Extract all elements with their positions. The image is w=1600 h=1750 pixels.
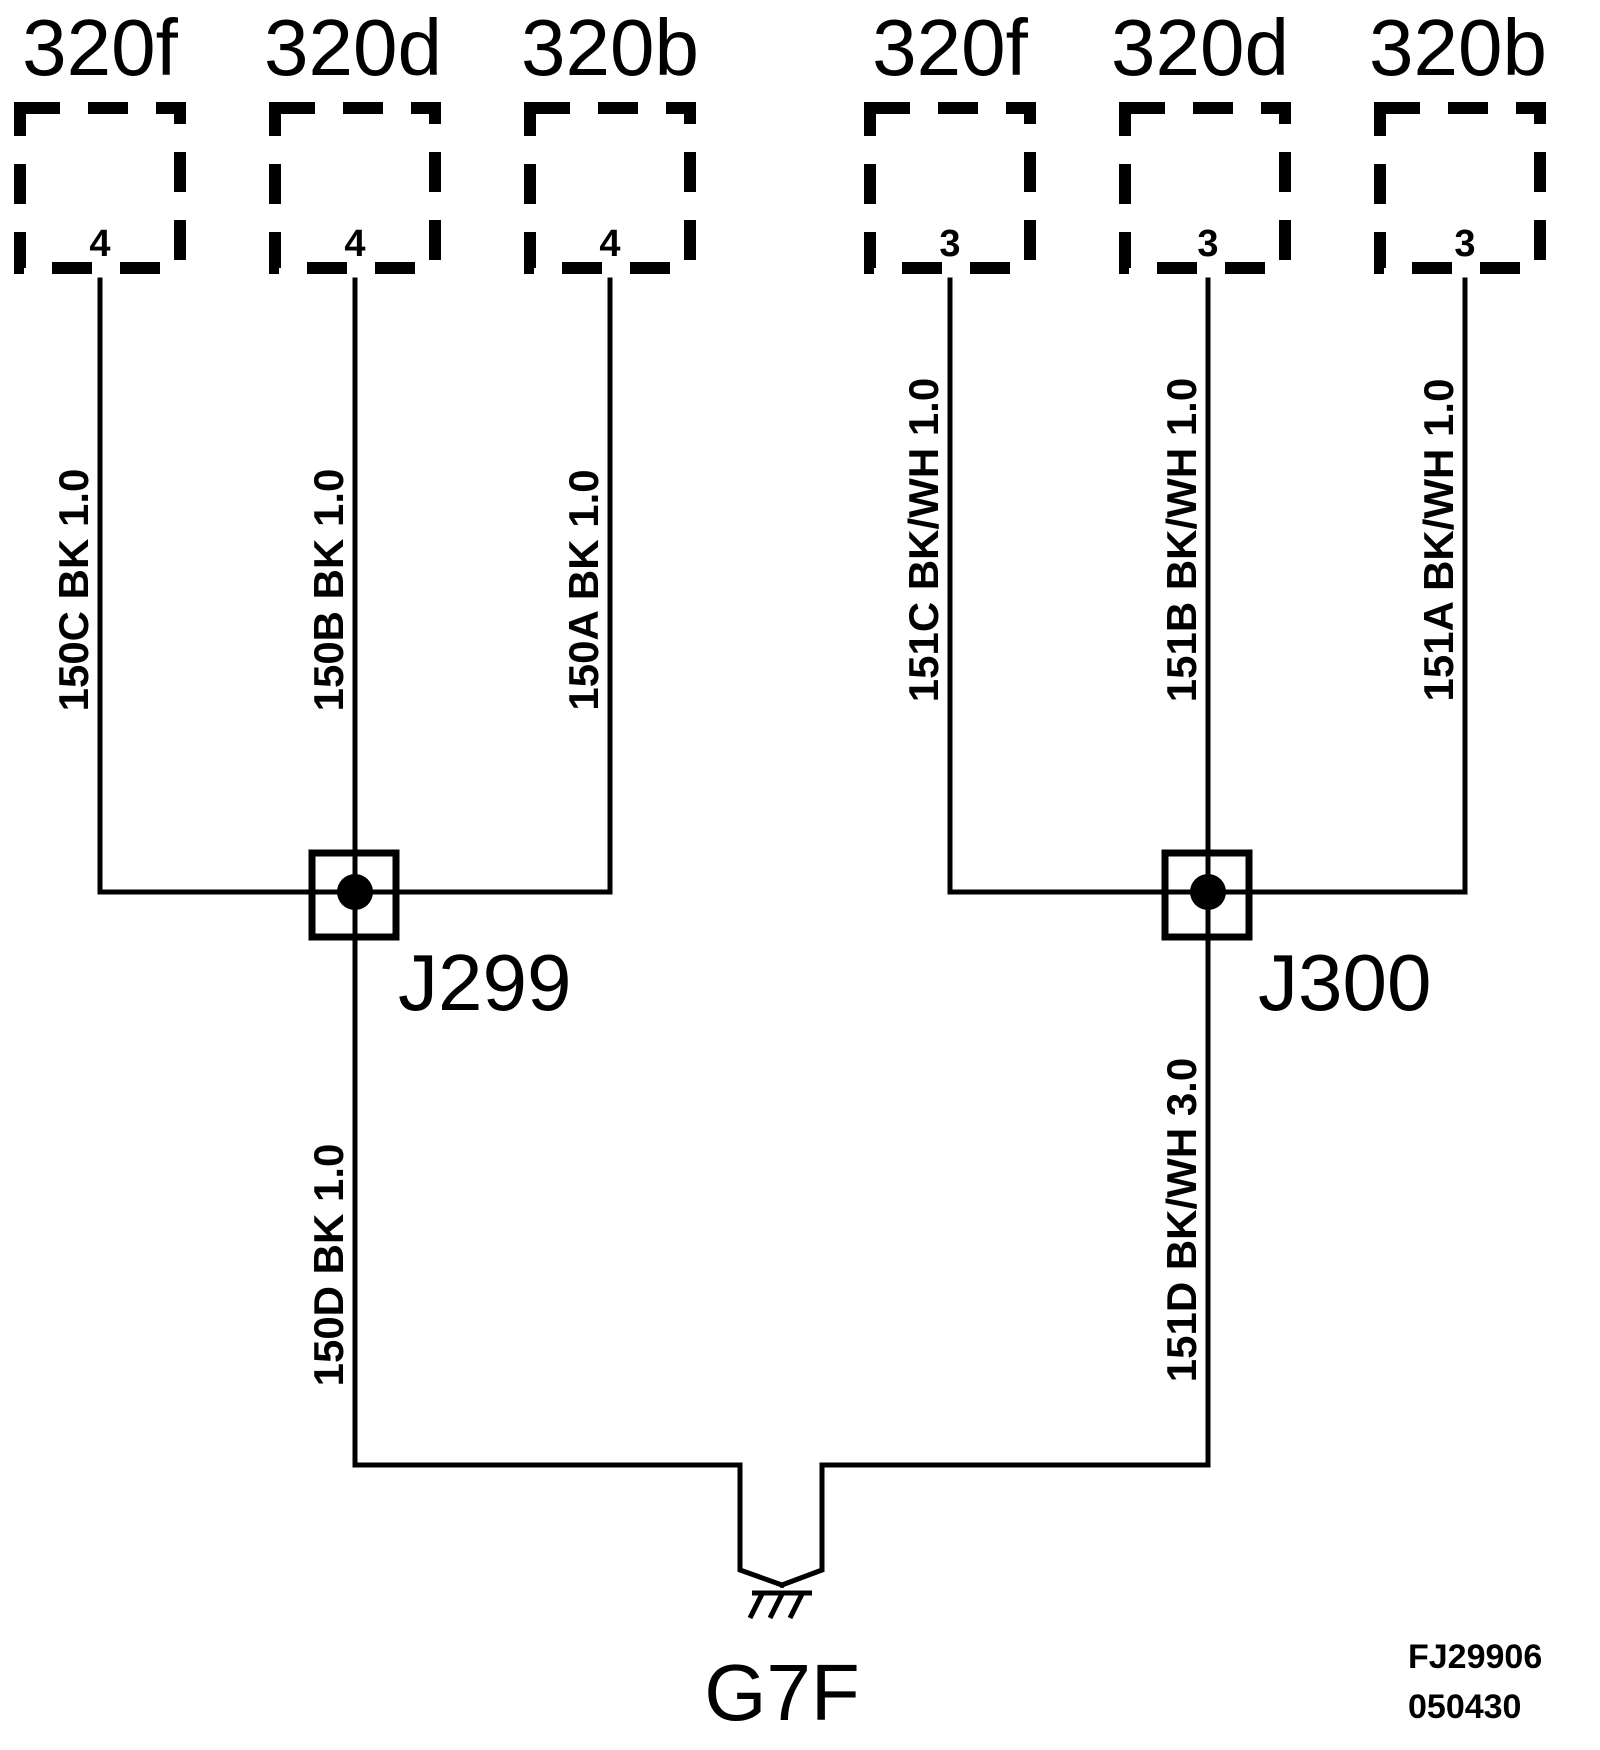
connector-label-320d-left: 320d xyxy=(264,3,442,92)
splice-box-j299 xyxy=(308,849,400,941)
drawing-code-line1: FJ29906 xyxy=(1408,1638,1542,1676)
pin-number-320b-left: 4 xyxy=(599,223,620,265)
connector-box-320d-right xyxy=(1119,102,1291,274)
wire-label-150a: 150A BK 1.0 xyxy=(560,469,607,710)
ground-lead-right xyxy=(778,1462,1211,1589)
ground-icon xyxy=(747,1590,812,1620)
connector-box-320f-left xyxy=(14,102,186,274)
wire-label-150d: 150D BK 1.0 xyxy=(305,1144,352,1387)
pin-number-320d-right: 3 xyxy=(1197,223,1218,265)
splice-label-j299: J299 xyxy=(398,938,571,1027)
connector-box-320b-left xyxy=(524,102,696,274)
connector-box-320d-left xyxy=(269,102,441,274)
wire-label-151a: 151A BK/WH 1.0 xyxy=(1415,379,1462,702)
connector-label-320f-right: 320f xyxy=(872,3,1028,92)
ground-lead-left xyxy=(352,1462,786,1589)
wire-label-151b: 151B BK/WH 1.0 xyxy=(1158,378,1205,702)
pin-number-320d-left: 4 xyxy=(344,223,365,265)
pin-number-320f-right: 3 xyxy=(939,223,960,265)
splice-label-j300: J300 xyxy=(1258,938,1431,1027)
splice-dot-j300 xyxy=(1190,874,1226,910)
ground-label: G7F xyxy=(704,1648,860,1737)
wire-label-151c: 151C BK/WH 1.0 xyxy=(900,378,947,702)
pin-number-320f-left: 4 xyxy=(89,223,110,265)
connector-label-320d-right: 320d xyxy=(1111,3,1289,92)
connector-box-320f-right xyxy=(864,102,1036,274)
drawing-code-line2: 050430 xyxy=(1408,1688,1521,1726)
connector-label-320b-right: 320b xyxy=(1369,3,1547,92)
connector-label-320b-left: 320b xyxy=(521,3,699,92)
splice-box-j300 xyxy=(1161,849,1253,941)
splice-dot-j299 xyxy=(337,874,373,910)
wire-label-151d: 151D BK/WH 3.0 xyxy=(1158,1058,1205,1382)
connector-label-320f-left: 320f xyxy=(22,3,178,92)
connector-box-320b-right xyxy=(1374,102,1546,274)
wire-label-150b: 150B BK 1.0 xyxy=(305,469,352,712)
pin-number-320b-right: 3 xyxy=(1454,223,1475,265)
wire-label-150c: 150C BK 1.0 xyxy=(50,469,97,712)
